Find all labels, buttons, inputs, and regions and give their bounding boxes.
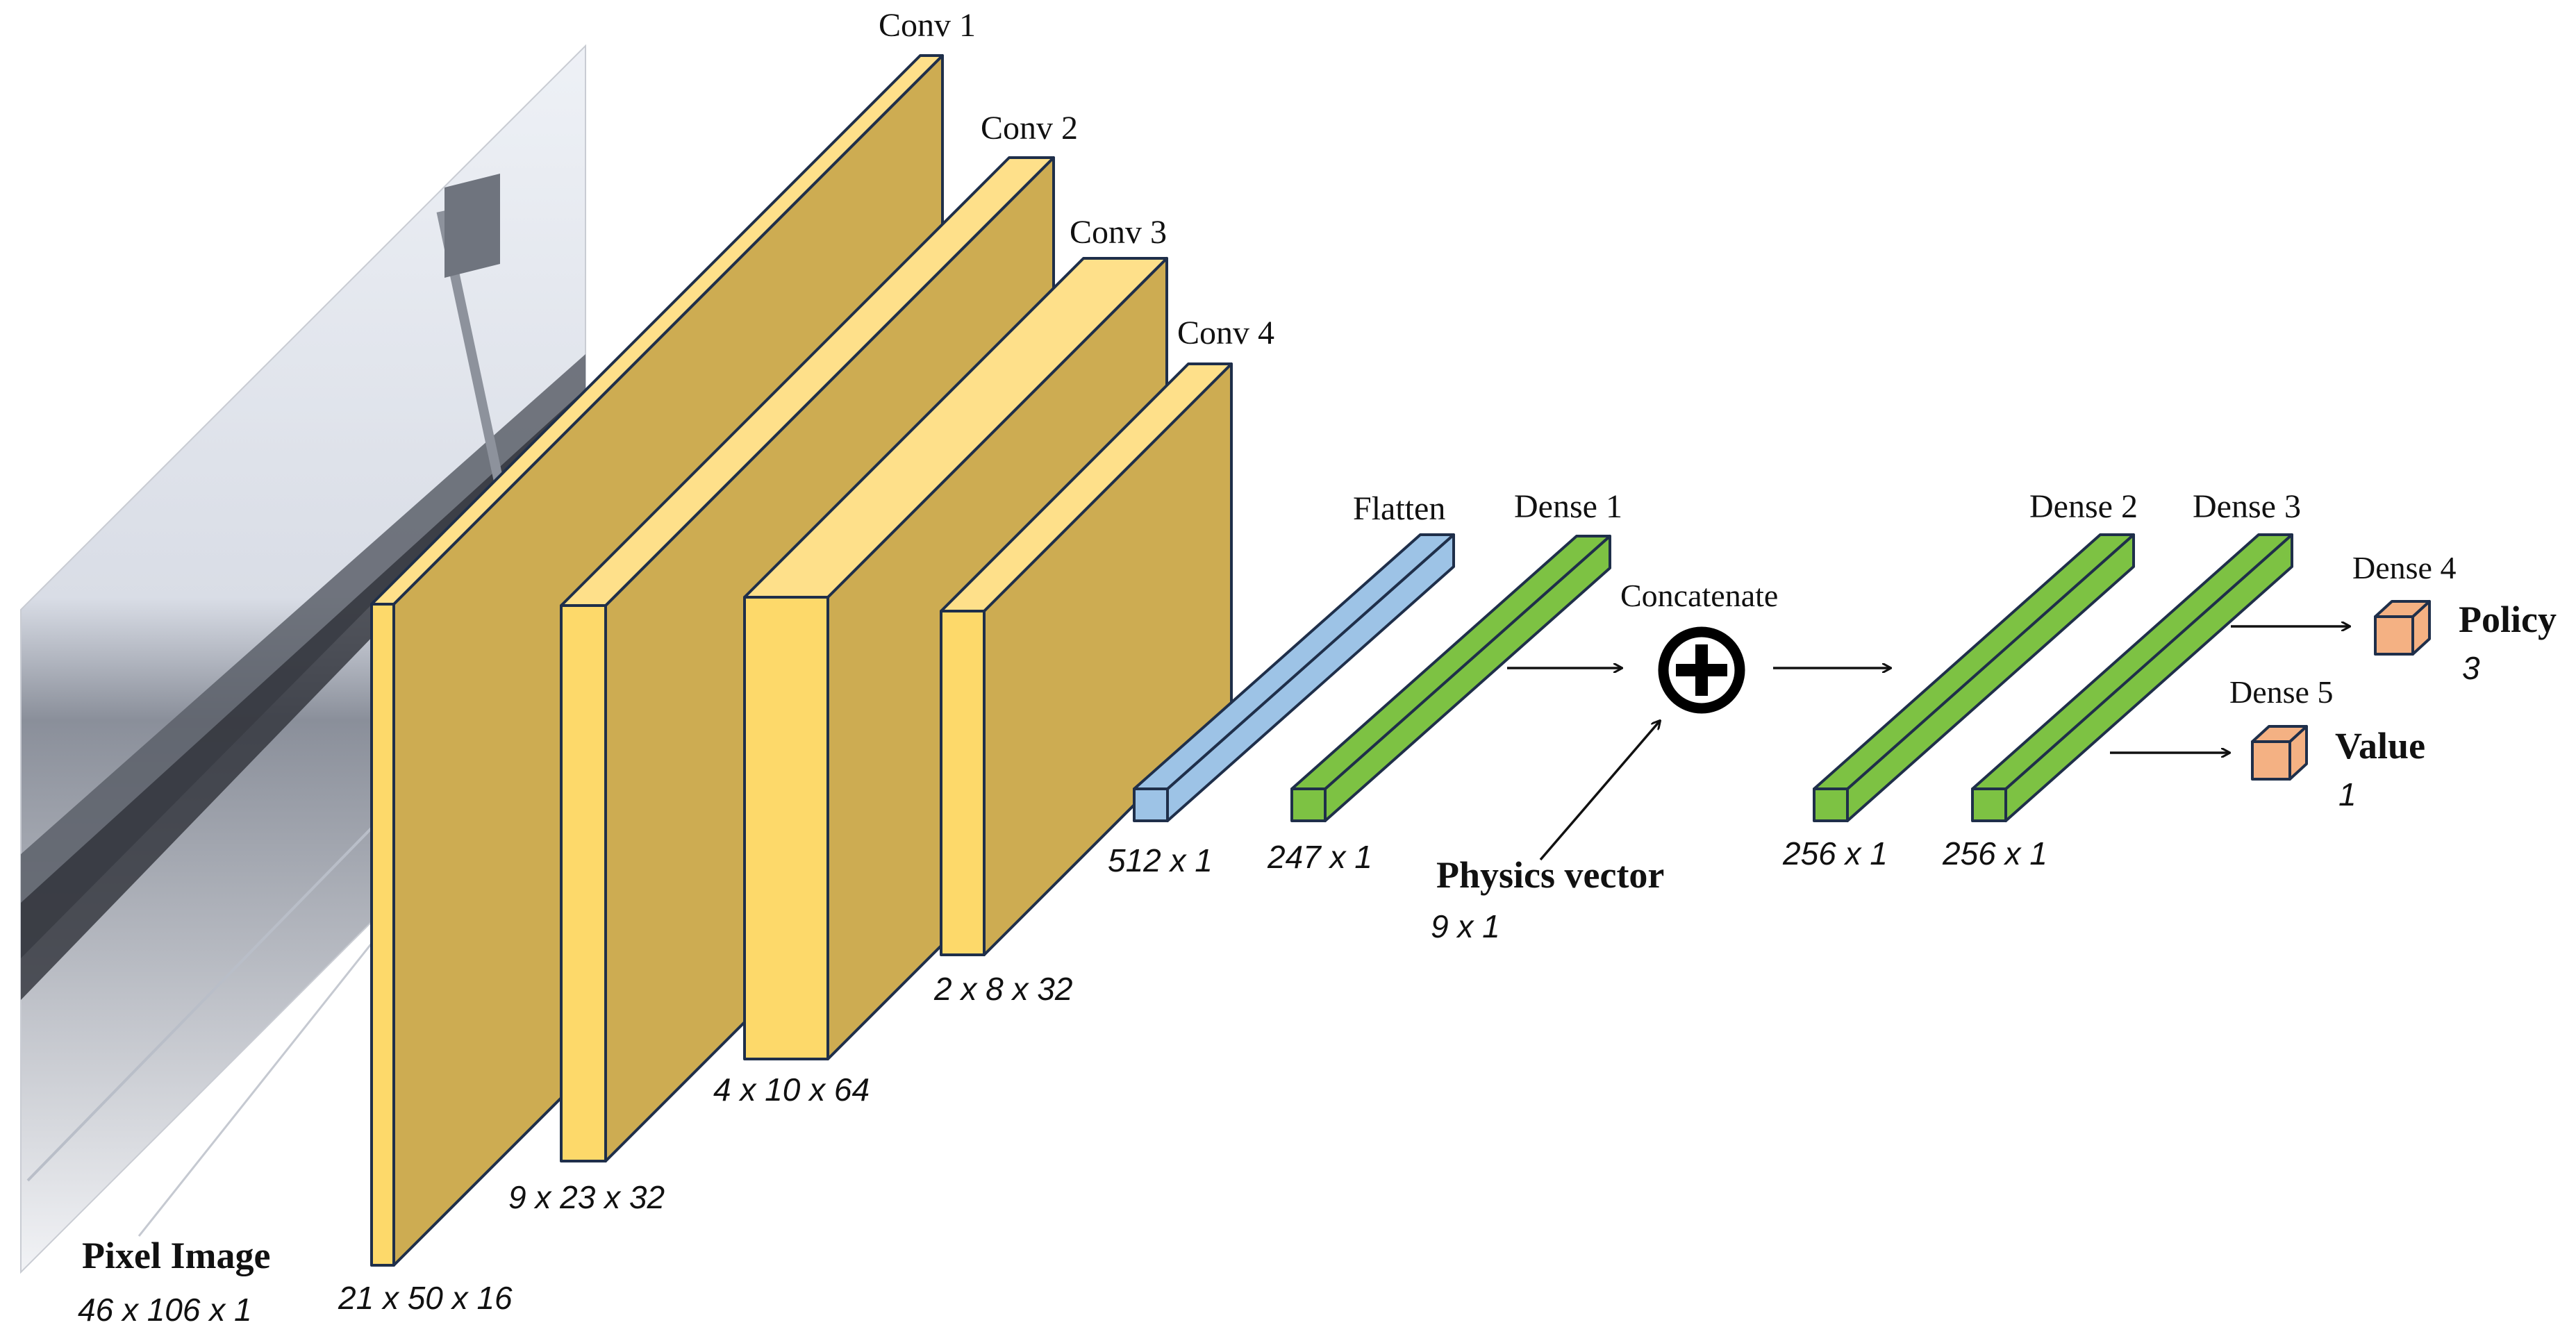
conv1-label: Conv 1 <box>879 7 976 44</box>
flatten-block <box>1133 533 1455 822</box>
labels: Pixel Image 46 x 106 x 1 Conv 1 Conv 2 C… <box>78 7 2557 1328</box>
dense4-cube-front <box>2374 615 2414 656</box>
conv2-block-front <box>560 604 607 1162</box>
dense4-cube <box>2374 600 2431 656</box>
dense3-label: Dense 3 <box>2193 488 2301 525</box>
dense1-block-front <box>1290 787 1327 822</box>
dense2-label: Dense 2 <box>2029 488 2138 525</box>
value-dims: 1 <box>2338 776 2357 812</box>
flatten-block-front <box>1133 787 1169 822</box>
dense1-dims: 247 x 1 <box>1267 839 1372 875</box>
conv4-dims: 2 x 8 x 32 <box>933 971 1072 1007</box>
physics-vector-title: Physics vector <box>1436 854 1664 896</box>
arrow-physics-to-concat <box>1539 721 1660 861</box>
conv4-label: Conv 4 <box>1177 315 1274 351</box>
value-label: Value <box>2335 725 2425 767</box>
conv3-block-front <box>743 596 829 1060</box>
flatten-label: Flatten <box>1353 490 1445 527</box>
dense5-cube-front <box>2251 740 2291 781</box>
conv2-label: Conv 2 <box>981 110 1078 147</box>
conv3-label: Conv 3 <box>1070 214 1167 251</box>
conv1-dims: 21 x 50 x 16 <box>338 1280 513 1316</box>
physics-vector-dims: 9 x 1 <box>1431 908 1500 944</box>
policy-dims: 3 <box>2462 650 2480 686</box>
dense1-label: Dense 1 <box>1514 488 1622 525</box>
dense3-block-front <box>1971 787 2007 822</box>
pixel-image-dims: 46 x 106 x 1 <box>78 1292 252 1328</box>
conv4-block-front <box>940 610 986 956</box>
conv3-dims: 4 x 10 x 64 <box>713 1072 870 1108</box>
dense5-label: Dense 5 <box>2229 674 2333 710</box>
connection-arrows <box>1507 626 2350 861</box>
conv1-block-front <box>370 603 395 1267</box>
concatenate-icon <box>1658 626 1745 714</box>
dense1-block-side <box>1324 535 1611 822</box>
pixel-image-title: Pixel Image <box>82 1235 270 1276</box>
conv3-block <box>743 257 1168 1060</box>
dense3-dims: 256 x 1 <box>1942 835 2047 872</box>
dense2-block-front <box>1813 787 1849 822</box>
dense5-cube <box>2251 725 2308 781</box>
dense3-block <box>1971 533 2293 822</box>
dense1-block <box>1290 535 1611 822</box>
flatten-dims: 512 x 1 <box>1108 842 1213 878</box>
dense4-label: Dense 4 <box>2352 550 2456 585</box>
dense2-dims: 256 x 1 <box>1782 835 1888 872</box>
concatenate-label: Concatenate <box>1620 578 1778 613</box>
dense2-block <box>1813 533 2135 822</box>
conv2-dims: 9 x 23 x 32 <box>508 1179 665 1215</box>
policy-label: Policy <box>2459 599 2557 640</box>
